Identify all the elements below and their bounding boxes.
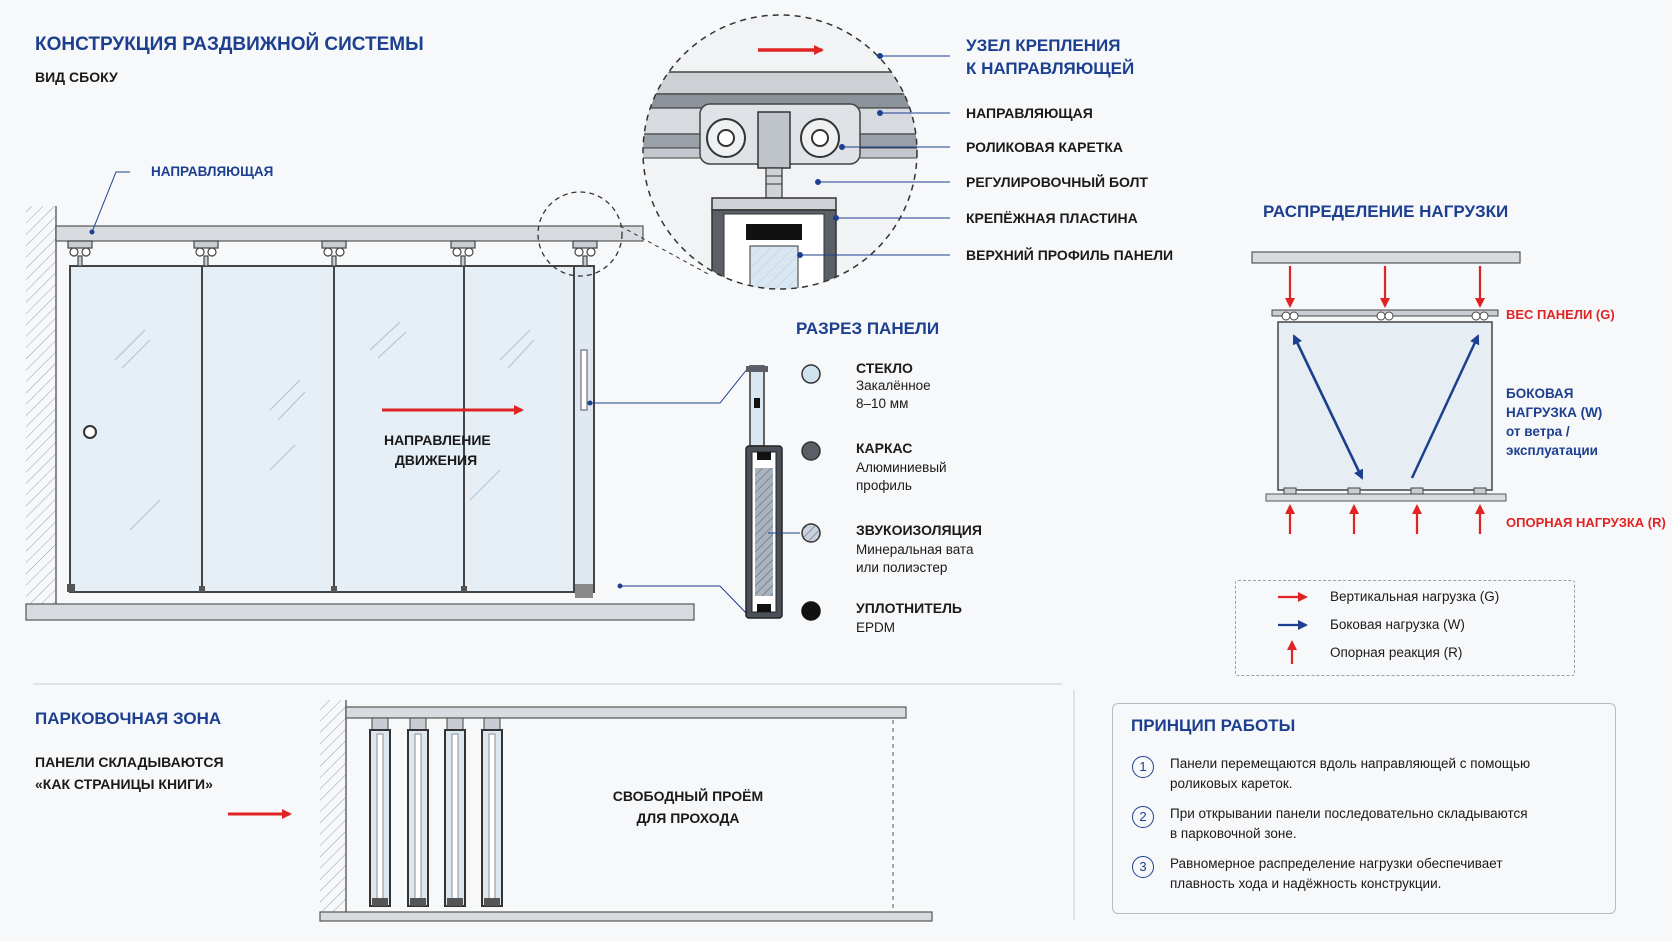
direction-label-1: НАПРАВЛЕНИЕ (384, 432, 491, 448)
seal-name: УПЛОТНИТЕЛЬ (856, 600, 962, 616)
floor-rail (25, 603, 695, 621)
parking-title: ПАРКОВОЧНАЯ ЗОНА (35, 709, 222, 728)
page-subtitle: ВИД СБОКУ (35, 69, 118, 85)
principle-title: ПРИНЦИП РАБОТЫ (1131, 716, 1296, 735)
load-title: РАСПРЕДЕЛЕНИЕ НАГРУЗКИ (1263, 202, 1509, 221)
section-title: РАЗРЕЗ ПАНЕЛИ (796, 319, 940, 338)
lateral-label-3: от ветра / (1506, 424, 1570, 439)
frame-desc-2: профиль (856, 478, 912, 493)
load-panel (1277, 321, 1493, 491)
bottom-guides (67, 584, 593, 598)
frame-desc-1: Алюминиевый (856, 460, 947, 475)
detail-leaders (797, 53, 950, 258)
glass-desc-2: 8–10 мм (856, 396, 909, 411)
principle-text-3a: Равномерное распределение нагрузки обесп… (1170, 856, 1503, 871)
parking-desc-2: «КАК СТРАНИЦЫ КНИГИ» (35, 776, 213, 792)
legend-vertical: Вертикальная нагрузка (G) (1330, 589, 1500, 604)
side-view (25, 171, 749, 621)
detail-callout-circle (537, 191, 623, 277)
glass-name: СТЕКЛО (856, 360, 913, 376)
insulation-desc-1: Минеральная вата (856, 542, 974, 557)
detail-magnified (619, 14, 950, 290)
detail-title-1: УЗЕЛ КРЕПЛЕНИЯ (966, 36, 1121, 55)
detail-label-bolt: РЕГУЛИРОВОЧНЫЙ БОЛТ (966, 174, 1148, 190)
wall-hatch (26, 206, 56, 604)
detail-label-carriage: РОЛИКОВАЯ КАРЕТКА (966, 139, 1124, 155)
lateral-label-1: БОКОВАЯ (1506, 386, 1574, 401)
panel-section (745, 365, 783, 619)
support-arrows (1285, 504, 1485, 534)
lateral-label-4: эксплуатации (1506, 443, 1598, 458)
detail-label-plate: КРЕПЁЖНАЯ ПЛАСТИНА (966, 210, 1138, 226)
folded-panels (369, 717, 503, 907)
top-carriages (67, 240, 598, 267)
principle-text-1a: Панели перемещаются вдоль направляющей с… (1170, 756, 1531, 771)
glass-desc-1: Закалённое (856, 378, 931, 393)
section-legend-markers (768, 364, 821, 621)
weight-label: ВЕС ПАНЕЛИ (G) (1506, 307, 1615, 322)
insulation-name: ЗВУКОИЗОЛЯЦИЯ (856, 522, 982, 538)
direction-label-2: ДВИЖЕНИЯ (394, 452, 478, 468)
principle-text-2b: в парковочной зоне. (1170, 826, 1297, 841)
free-opening-2: ДЛЯ ПРОХОДА (636, 810, 740, 826)
legend-support: Опорная реакция (R) (1330, 645, 1463, 660)
support-label: ОПОРНАЯ НАГРУЗКА (R) (1506, 515, 1666, 530)
parking-desc-1: ПАНЕЛИ СКЛАДЫВАЮТСЯ (35, 754, 224, 770)
load-legend (1235, 580, 1575, 676)
page-title: КОНСТРУКЦИЯ РАЗДВИЖНОЙ СИСТЕМЫ (35, 34, 424, 55)
detail-title-2: К НАПРАВЛЯЮЩЕЙ (966, 59, 1135, 78)
principle-number-3: 3 (1132, 856, 1154, 878)
weight-arrows (1285, 266, 1485, 308)
free-opening-1: СВОБОДНЫЙ ПРОЁМ (612, 788, 764, 804)
lateral-arrows (1292, 334, 1480, 480)
lateral-label-2: НАГРУЗКА (W) (1506, 405, 1603, 420)
principle-panel (1112, 703, 1616, 914)
principle-number-2: 2 (1132, 806, 1154, 828)
load-legend-arrows (1278, 592, 1308, 664)
rail-label: НАПРАВЛЯЮЩАЯ (151, 164, 274, 179)
frame-marker (801, 441, 821, 461)
seal-desc-1: EPDM (856, 620, 896, 635)
door-handle (83, 425, 97, 439)
principle-text-3b: плавность хода и надёжность конструкции. (1170, 876, 1442, 891)
principle-number-1: 1 (1132, 756, 1154, 778)
detail-label-rail: НАПРАВЛЯЮЩАЯ (966, 105, 1093, 121)
principle-text-1b: роликовых кареток. (1170, 776, 1293, 791)
parking-diagram (228, 700, 933, 922)
seal-marker (801, 601, 821, 621)
load-diagram (1251, 251, 1521, 534)
glass-marker (801, 364, 821, 384)
principle-text-2a: При открывании панели последовательно ск… (1170, 806, 1528, 821)
rail-leader-line (91, 171, 130, 233)
frame-name: КАРКАС (856, 440, 913, 456)
legend-lateral: Боковая нагрузка (W) (1330, 617, 1465, 632)
insulation-desc-2: или полиэстер (856, 560, 948, 575)
glass-panels (69, 265, 595, 593)
detail-label-profile: ВЕРХНИЙ ПРОФИЛЬ ПАНЕЛИ (966, 247, 1174, 263)
top-rail (55, 225, 644, 242)
